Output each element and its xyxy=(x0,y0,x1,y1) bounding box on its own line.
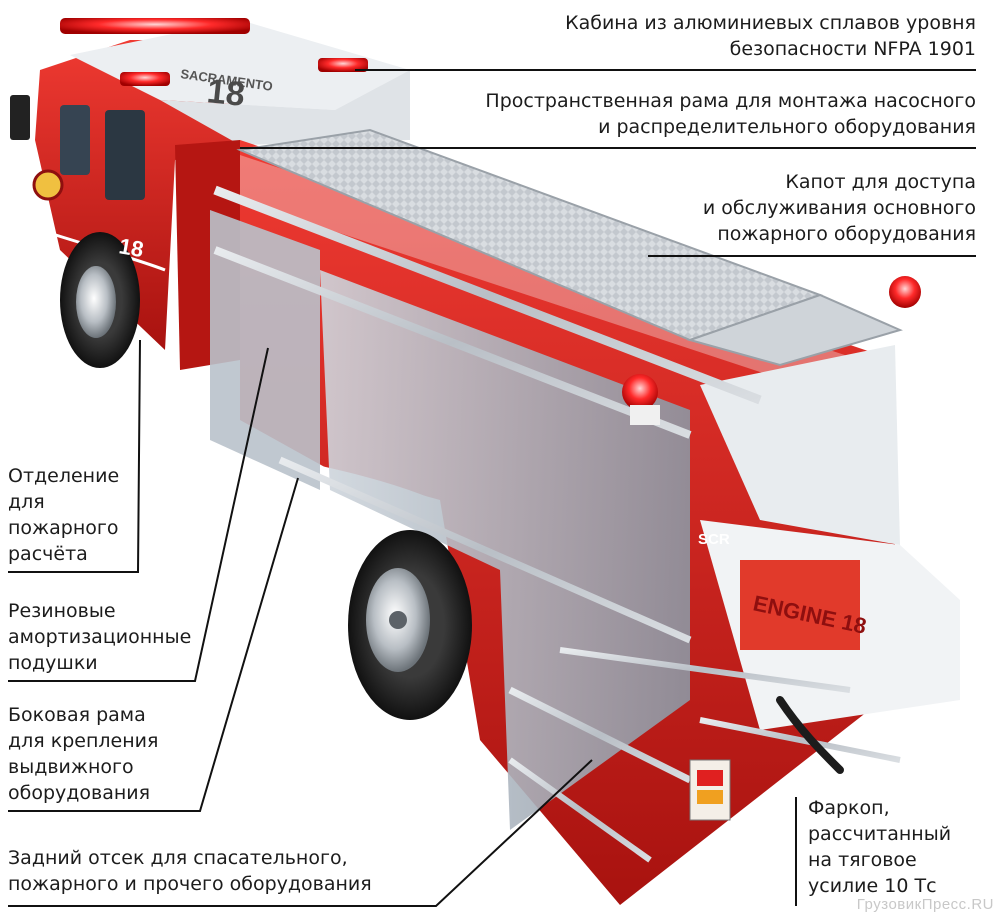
leader-lines xyxy=(8,69,976,907)
cab-number: 18 xyxy=(205,72,247,114)
leader-crew xyxy=(8,339,141,573)
rear-code: SCR xyxy=(698,531,730,548)
callout-crew: Отделение для пожарного расчёта xyxy=(8,465,120,565)
callout-sideframe: Боковая рама для крепления выдвижного об… xyxy=(8,704,159,804)
callout-hood: Капот для доступа и обслуживания основно… xyxy=(702,171,976,245)
front-wheel xyxy=(60,232,140,368)
space-frame xyxy=(213,185,901,863)
leader-rear xyxy=(8,759,593,907)
callout-hitch: Фаркоп, рассчитанный на тяговое усилие 1… xyxy=(808,797,952,897)
callout-frame: Пространственная рама для монтажа насосн… xyxy=(485,90,976,138)
leader-rubber xyxy=(8,347,269,682)
callout-rear: Задний отсек для спасательного, пожарног… xyxy=(8,847,372,895)
rear-wheel xyxy=(348,530,472,720)
side-number: 18 xyxy=(117,233,145,262)
hood-roof xyxy=(236,128,903,367)
callout-rubber: Резиновые амортизационные подушки xyxy=(8,600,192,674)
rear-details xyxy=(622,276,921,821)
watermark-logo: ГрузовикПресс.RU xyxy=(856,896,994,913)
leader-sideframe xyxy=(8,477,299,812)
callout-cab: Кабина из алюминиевых сплавов уровня без… xyxy=(565,12,976,60)
